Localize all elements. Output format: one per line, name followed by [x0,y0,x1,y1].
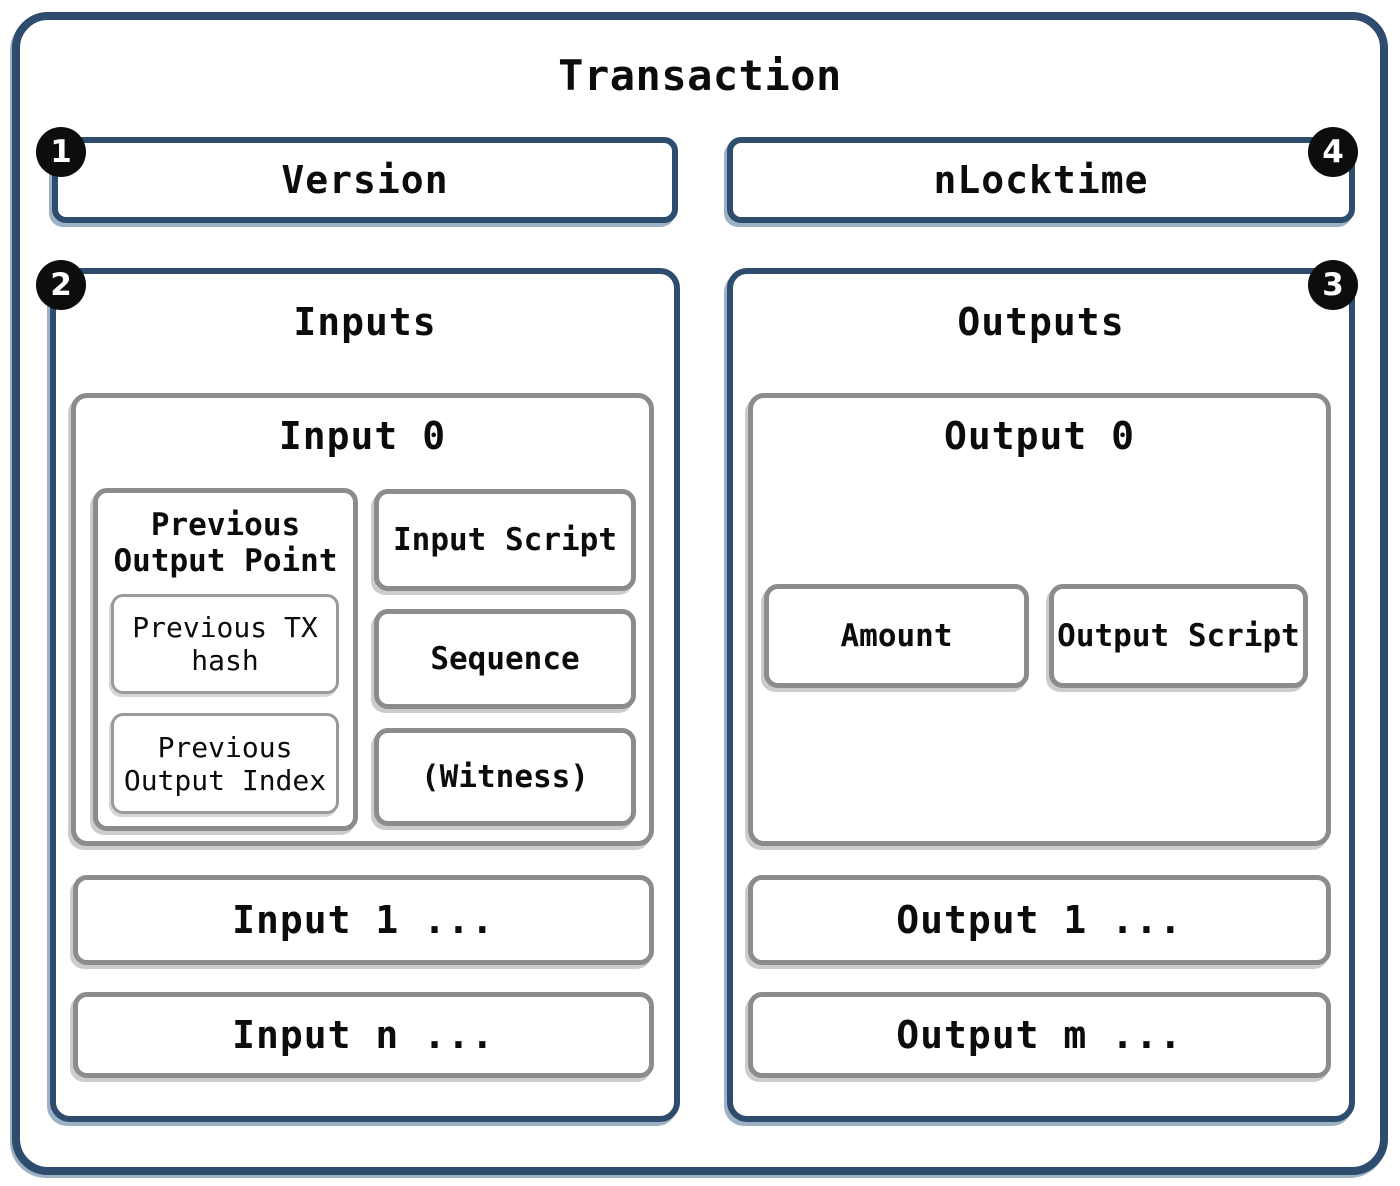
version-box: Version [52,137,678,223]
input1-row: Input 1 ... [73,875,654,965]
output0-title: Output 0 [943,414,1136,458]
outputs-box: Outputs Output 0 Amount Output Script Ou… [727,268,1355,1122]
previous-tx-hash-box: Previous TX hash [111,594,339,694]
badge-4-nlocktime: 4 [1308,127,1358,177]
output-script-box: Output Script [1049,584,1308,688]
inputs-title: Inputs [293,300,437,344]
input1-label: Input 1 ... [232,898,495,942]
badge-2-inputs: 2 [36,260,86,310]
output1-row: Output 1 ... [748,875,1331,965]
witness-box: (Witness) [374,728,636,826]
input0-title: Input 0 [278,414,447,458]
input-script-box: Input Script [374,489,636,591]
badge-1-version: 1 [36,127,86,177]
previous-output-point-title: Previous Output Point [113,507,338,579]
previous-output-point-box: Previous Output Point Previous TX hash P… [93,488,358,831]
version-label: Version [281,158,449,202]
previous-output-index-box: Previous Output Index [111,713,339,814]
previous-output-index-label: Previous Output Index [123,730,327,797]
badge-3-outputs: 3 [1308,260,1358,310]
witness-label: (Witness) [421,759,589,795]
sequence-label: Sequence [430,641,580,677]
outputm-row: Output m ... [748,992,1331,1078]
nlocktime-box: nLocktime [727,137,1355,223]
nlocktime-label: nLocktime [933,158,1149,202]
inputn-row: Input n ... [73,992,654,1078]
inputn-label: Input n ... [232,1013,495,1057]
input0-box: Input 0 Previous Output Point Previous T… [71,393,654,846]
previous-tx-hash-label: Previous TX hash [132,611,318,677]
outputs-title: Outputs [957,300,1125,344]
diagram-title: Transaction [558,51,842,100]
input-script-label: Input Script [393,522,617,558]
output-script-label: Output Script [1057,618,1300,654]
output1-label: Output 1 ... [896,898,1183,942]
amount-label: Amount [840,618,953,654]
sequence-box: Sequence [374,609,636,709]
inputs-box: Inputs Input 0 Previous Output Point Pre… [50,268,680,1122]
output0-box: Output 0 Amount Output Script [748,393,1331,846]
amount-box: Amount [764,584,1029,688]
outputm-label: Output m ... [896,1013,1183,1057]
